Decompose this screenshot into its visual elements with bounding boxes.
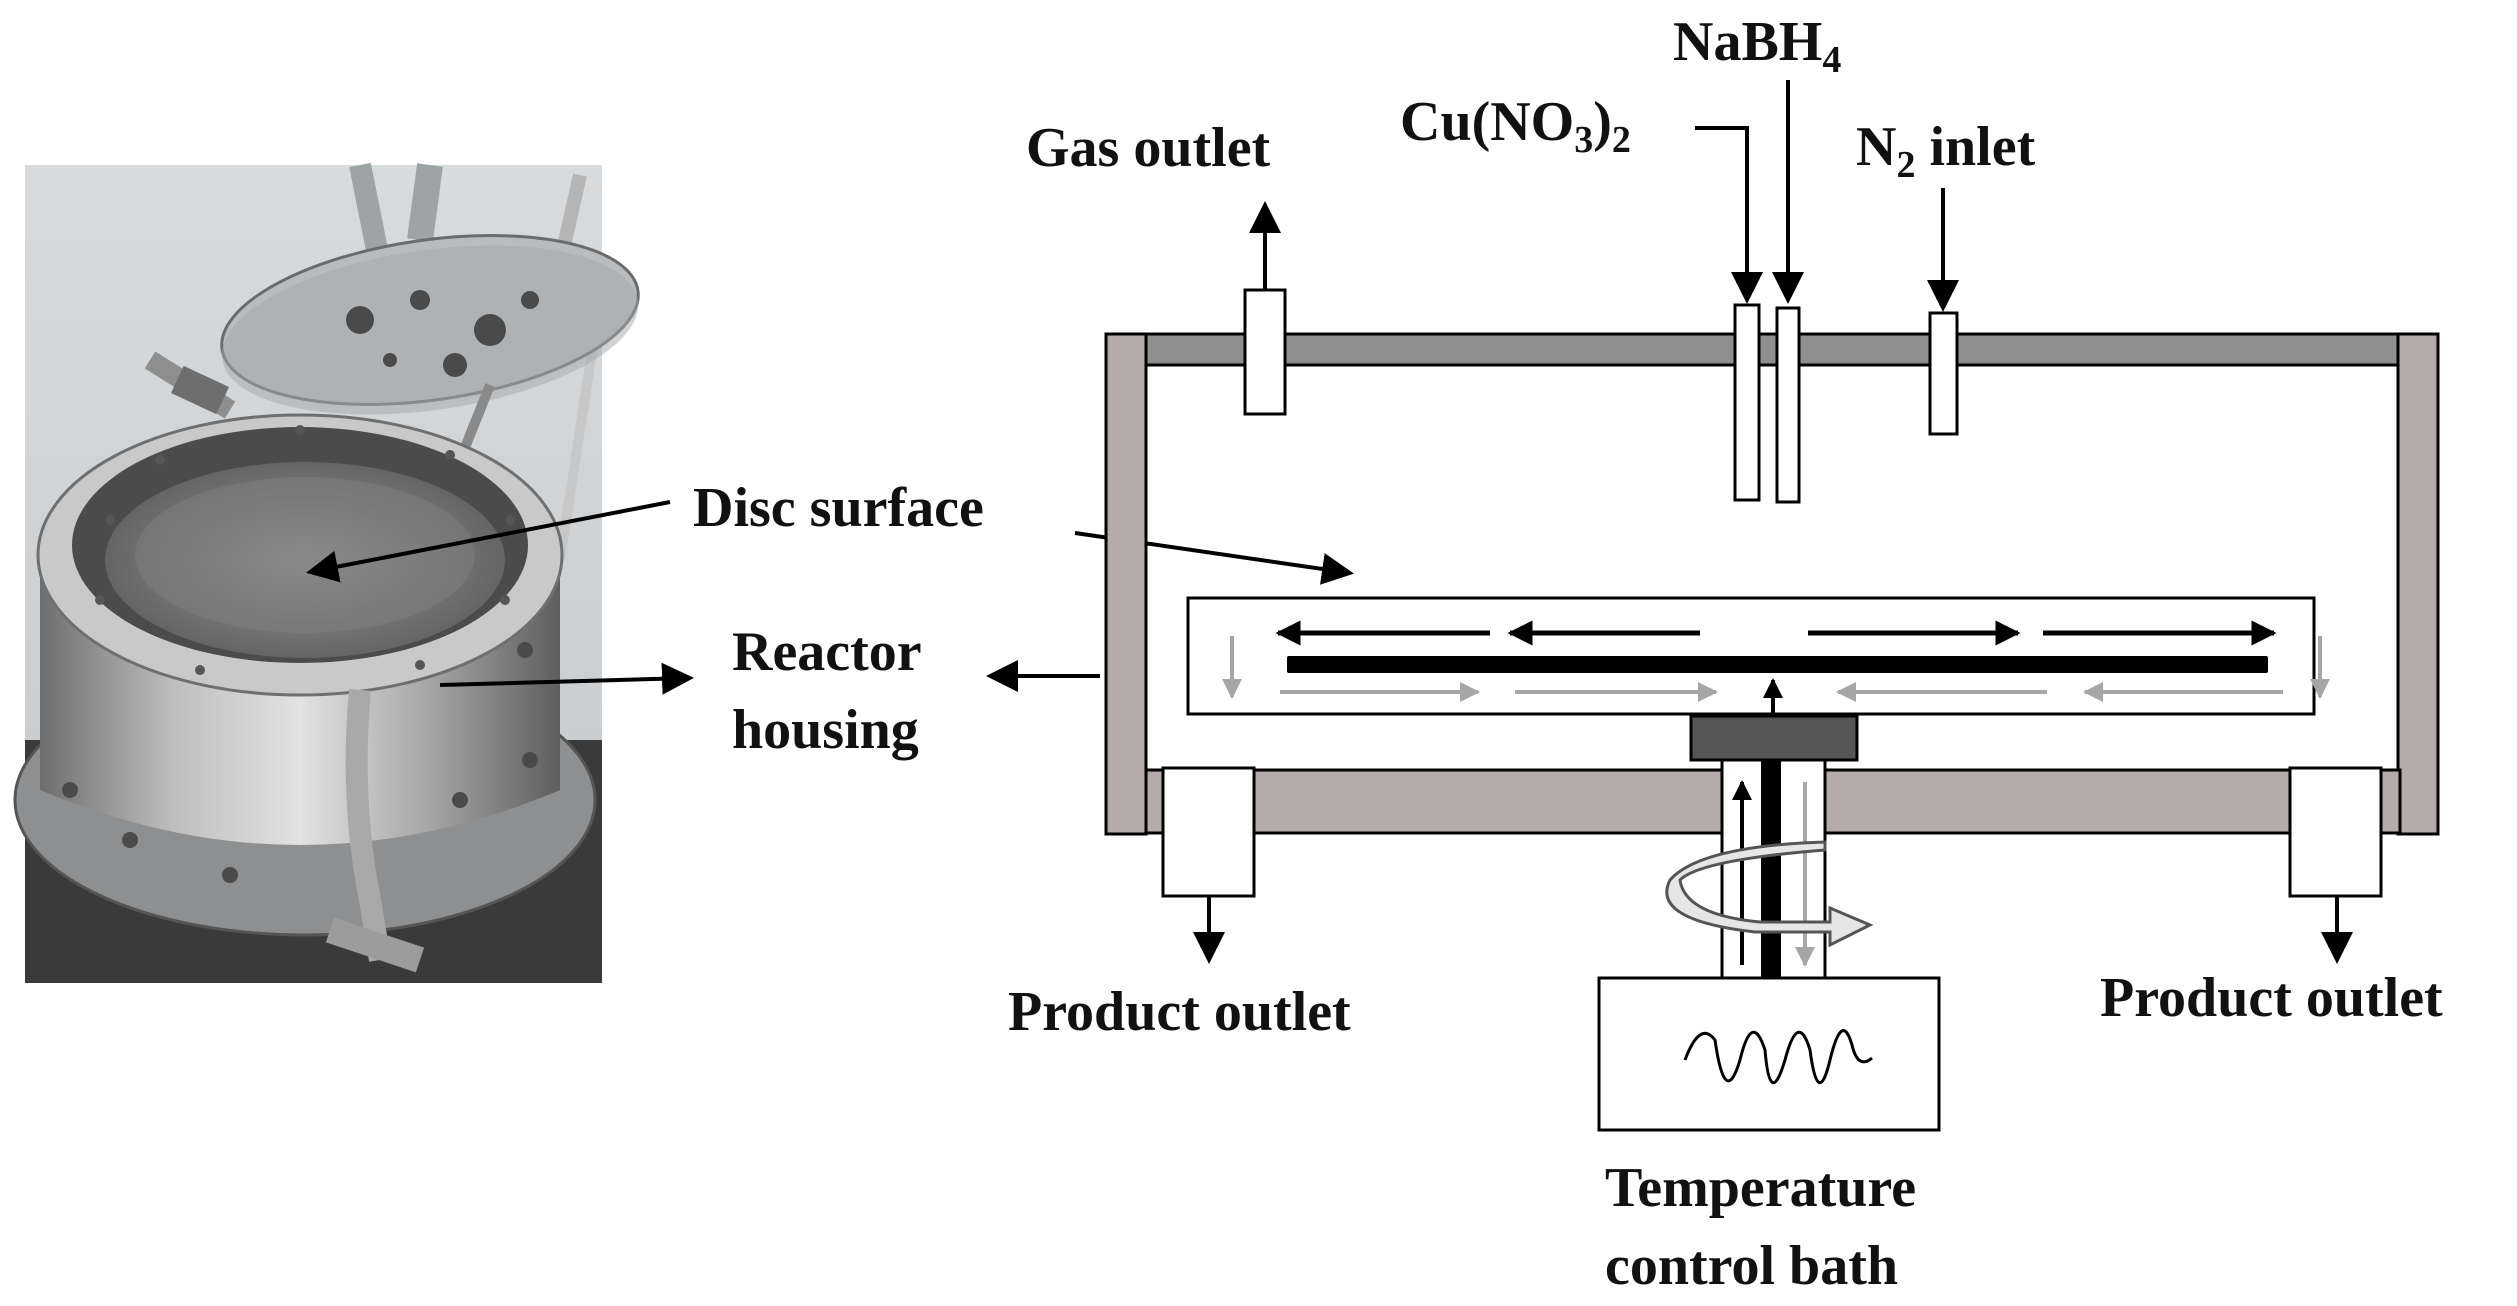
- disc-surface-label: Disc surface: [693, 477, 984, 539]
- reactor-photo: [13, 162, 640, 983]
- gas-outlet-label: Gas outlet: [1026, 117, 1271, 179]
- gas-outlet-pipe: [1243, 288, 1287, 416]
- nitrogen-sub: 2: [1896, 144, 1915, 186]
- copper-nitrate-sub2: 2: [1612, 119, 1631, 161]
- temperature-bath-label-line1: Temperature: [1605, 1157, 1916, 1219]
- nitrogen-post: inlet: [1915, 116, 2035, 178]
- naborohydride-sub: 4: [1822, 39, 1841, 81]
- nitrogen-inlet-label: N2 inlet: [1856, 116, 2036, 186]
- housing-label: housing: [732, 699, 919, 761]
- copper-nitrate-pre: Cu(NO: [1400, 91, 1574, 153]
- naborohydride-main: NaBH: [1673, 11, 1822, 73]
- reactor-label: Reactor: [732, 621, 922, 683]
- copper-nitrate-feed-pipe: [1733, 303, 1761, 502]
- schematic-labels: Gas outlet NaBH4 Cu(NO3)2 N2 inlet Produ…: [1008, 11, 2443, 1297]
- copper-nitrate-arrow: [1695, 126, 1763, 304]
- product-outlet-left-stub: [1161, 766, 1256, 898]
- product-outlet-right-label: Product outlet: [2100, 967, 2443, 1029]
- heating-coil-icon: [1683, 1029, 1873, 1084]
- right-wall: [2396, 332, 2440, 836]
- reactor-schematic: [1104, 80, 2440, 1132]
- naborohydride-label: NaBH4: [1673, 11, 1841, 81]
- copper-nitrate-mid: ): [1593, 91, 1612, 153]
- copper-nitrate-label: Cu(NO3)2: [1400, 91, 1631, 161]
- temperature-bath-label-line2: control bath: [1605, 1235, 1898, 1297]
- copper-nitrate-sub1: 3: [1574, 119, 1593, 161]
- photo-annotations: Disc surface Reactor housing: [306, 477, 1354, 761]
- naborohydride-feed-pipe: [1775, 306, 1801, 504]
- nitrogen-inlet-pipe: [1928, 311, 1959, 436]
- disc-surface-photo-arrow: [306, 500, 671, 583]
- curved-rotation-arrow-icon: [1665, 840, 1874, 948]
- shaft-mount: [1689, 714, 1859, 762]
- product-outlet-right-stub: [2288, 766, 2383, 898]
- nitrogen-pre: N: [1856, 116, 1896, 178]
- product-outlet-left-label: Product outlet: [1008, 981, 1351, 1043]
- temperature-bath-box: [1597, 976, 1941, 1132]
- rotating-shaft: [1761, 760, 1781, 978]
- spinning-disc: [1287, 656, 2268, 673]
- housing-photo-arrow: [439, 662, 694, 695]
- top-wall: [1144, 332, 2402, 367]
- left-wall: [1104, 332, 1148, 836]
